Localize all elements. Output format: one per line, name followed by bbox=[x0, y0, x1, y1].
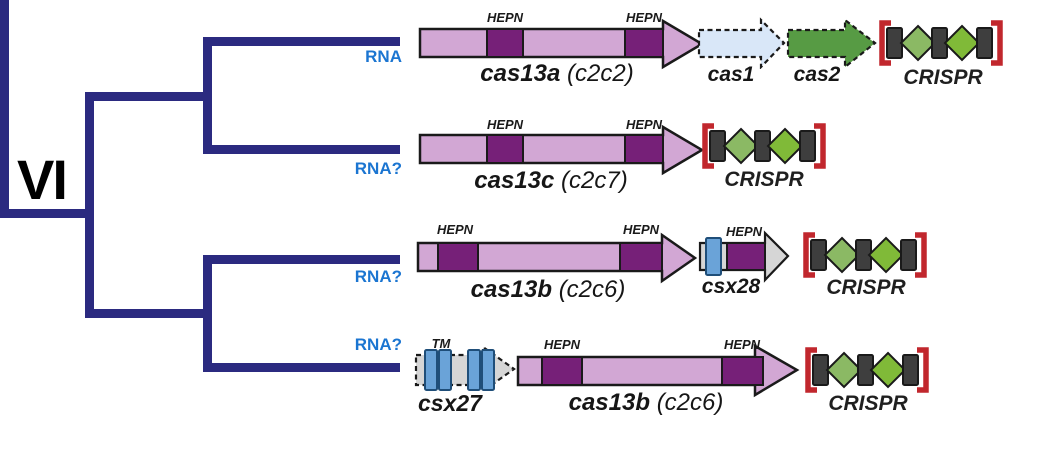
gene-synonym: (c2c6) bbox=[558, 276, 626, 303]
hepn-domain-label: HEPN bbox=[625, 10, 663, 25]
gene-name-label: cas2 bbox=[793, 63, 841, 86]
crispr-array bbox=[805, 347, 929, 393]
crispr-repeat bbox=[976, 27, 993, 59]
crispr-repeat bbox=[900, 239, 917, 271]
hepn-domain-label: HEPN bbox=[725, 224, 763, 239]
crispr-bracket-left bbox=[803, 232, 815, 278]
target-label-row2: RNA? bbox=[354, 159, 402, 178]
cas13a-gene-arrow bbox=[418, 18, 705, 70]
crispr-bracket-left bbox=[879, 20, 891, 66]
crispr-label: CRISPR bbox=[828, 392, 908, 415]
tm-domain-block bbox=[705, 237, 722, 276]
tree-upper-vertical bbox=[203, 37, 212, 154]
hepn-domain-label: HEPN bbox=[436, 222, 474, 237]
crispr-bracket-left bbox=[805, 347, 817, 393]
hepn-domain-label: HEPN bbox=[486, 10, 524, 25]
hepn-domain-block bbox=[726, 242, 766, 271]
tm-domain-label: TM bbox=[431, 336, 451, 351]
hepn-domain-block bbox=[437, 242, 479, 272]
cas1-gene-arrow bbox=[697, 17, 786, 69]
hepn-domain-block bbox=[541, 356, 583, 386]
cas13c-gene-arrow bbox=[418, 124, 705, 176]
hepn-domain-label: HEPN bbox=[543, 337, 581, 352]
tree-branch-row4 bbox=[203, 363, 400, 372]
cas2-gene-arrow bbox=[786, 17, 877, 69]
crispr-bracket-left bbox=[702, 123, 714, 169]
hepn-domain-block bbox=[624, 28, 664, 58]
crispr-bracket-right bbox=[917, 347, 929, 393]
crispr-spacer bbox=[867, 236, 905, 274]
tree-branch-row1 bbox=[203, 37, 400, 46]
crispr-bracket-right bbox=[915, 232, 927, 278]
crispr-spacer bbox=[899, 24, 937, 62]
gene-synonym: (c2c6) bbox=[656, 389, 724, 416]
hepn-domain-block bbox=[486, 134, 524, 164]
tree-root-horizontal bbox=[0, 209, 94, 218]
gene-name: cas13b bbox=[470, 276, 553, 303]
crispr-bracket-right bbox=[991, 20, 1003, 66]
gene-name-label: cas13a (c2c2) bbox=[457, 62, 657, 86]
gene-name: cas13a bbox=[480, 60, 561, 87]
hepn-domain-block bbox=[619, 242, 663, 272]
hepn-domain-block bbox=[624, 134, 664, 164]
gene-name-label: csx28 bbox=[701, 275, 761, 298]
crispr-bracket-right bbox=[814, 123, 826, 169]
gene-name: cas13c bbox=[474, 167, 555, 194]
csx28-gene-arrow bbox=[698, 230, 790, 283]
crispr-spacer bbox=[869, 351, 907, 389]
crispr-spacer bbox=[943, 24, 981, 62]
gene-synonym: (c2c7) bbox=[561, 167, 628, 194]
csx27-gene-arrow bbox=[414, 344, 516, 394]
tree-branch-row2 bbox=[203, 145, 400, 154]
target-label-row4: RNA? bbox=[354, 335, 402, 354]
tm-domain-block bbox=[424, 349, 438, 391]
gene-name-label: cas13b (c2c6) bbox=[546, 391, 746, 415]
gene-name-label: cas1 bbox=[707, 63, 755, 86]
crispr-spacer bbox=[722, 127, 760, 165]
crispr-repeat bbox=[902, 354, 919, 386]
gene-name-label: csx27 bbox=[418, 390, 482, 416]
hepn-domain-label: HEPN bbox=[486, 117, 524, 132]
crispr-array bbox=[879, 20, 1003, 66]
crispr-array bbox=[702, 123, 826, 169]
tm-domain-block bbox=[481, 349, 495, 391]
gene-arrow-body bbox=[697, 17, 786, 69]
tree-lower-vertical bbox=[203, 255, 212, 372]
tree-lower-clade-branch bbox=[85, 309, 212, 318]
hepn-domain-block bbox=[486, 28, 524, 58]
crispr-array bbox=[803, 232, 927, 278]
hepn-domain-label: HEPN bbox=[723, 337, 761, 352]
cas13b-gene-arrow bbox=[416, 232, 698, 284]
tree-upper-clade-branch bbox=[85, 92, 212, 101]
tm-domain-block bbox=[467, 349, 481, 391]
crispr-repeat bbox=[799, 130, 816, 162]
gene-name: cas13b bbox=[568, 389, 651, 416]
tree-main-vertical bbox=[85, 92, 94, 318]
clade-label-vi: VI bbox=[17, 148, 68, 211]
tree-branch-row3 bbox=[203, 255, 400, 264]
gene-arrow-body bbox=[786, 17, 877, 69]
crispr-spacer bbox=[766, 127, 804, 165]
hepn-domain-label: HEPN bbox=[622, 222, 660, 237]
target-label-row1: RNA bbox=[365, 47, 402, 66]
crispr-label: CRISPR bbox=[724, 168, 804, 191]
crispr-spacer bbox=[825, 351, 863, 389]
tree-root-vertical bbox=[0, 0, 9, 218]
gene-synonym: (c2c2) bbox=[567, 60, 634, 87]
crispr-label: CRISPR bbox=[826, 276, 906, 299]
hepn-domain-block bbox=[721, 356, 764, 386]
tm-domain-block bbox=[438, 349, 452, 391]
gene-name-label: cas13c (c2c7) bbox=[451, 169, 651, 193]
hepn-domain-label: HEPN bbox=[625, 117, 663, 132]
cas13b-gene-arrow bbox=[516, 344, 800, 398]
crispr-spacer bbox=[823, 236, 861, 274]
crispr-label: CRISPR bbox=[903, 66, 983, 89]
gene-name-label: cas13b (c2c6) bbox=[448, 278, 648, 302]
target-label-row3: RNA? bbox=[354, 267, 402, 286]
